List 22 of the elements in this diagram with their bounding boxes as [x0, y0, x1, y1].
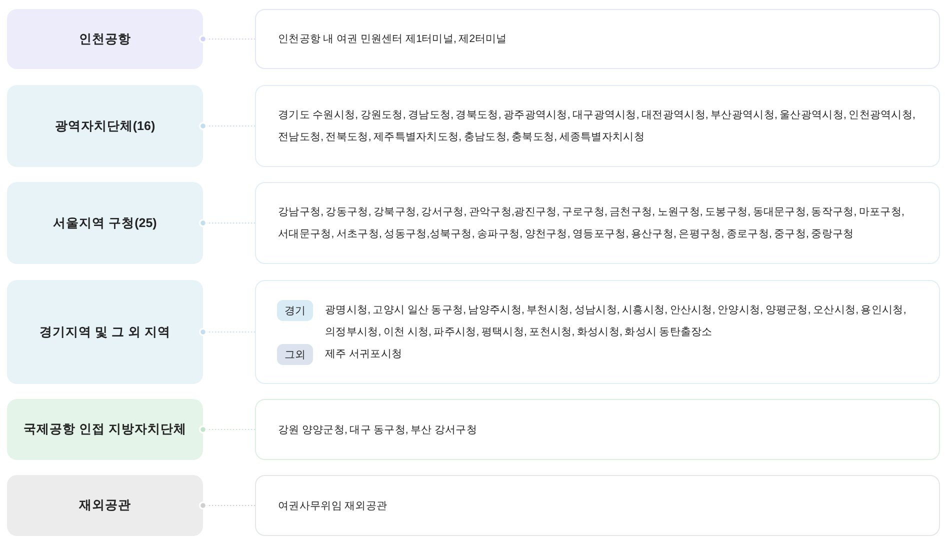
- detail-box: 강원 양양군청, 대구 동구청, 부산 강서구청: [255, 399, 940, 460]
- region-tag: 그외: [277, 344, 313, 365]
- category-box: 광역자치단체(16): [7, 85, 203, 167]
- detail-box: [255, 280, 940, 384]
- category-box: 인천공항: [7, 9, 203, 69]
- connector: [199, 426, 255, 434]
- office-list: 광명시청, 고양시 일산 동구청, 남양주시청, 부천시청, 성남시청, 시흥시청, 안산시청, 안양시청, 양평군청, 오산시청, 용인시청, 의정부시청, 이천 시청, 파주시청, 평택시청, 포천시청, 화성시청, 화성시 동탄출장소: [325, 299, 929, 343]
- category-box: 경기지역 및 그 외 지역: [7, 280, 203, 384]
- detail-box: 강남구청, 강동구청, 강북구청, 강서구청, 관악구청,광진구청, 구로구청, 금천구청, 노원구청, 도봉구청, 동대문구청, 동작구청, 마포구청, 서대문구청, 서초구청, 성동구청,성북구청, 송파구청, 양천구청, 영등포구청, 용산구청, 은평구청, 종로구청, 중구청, 중랑구청: [255, 182, 940, 264]
- category-box: 국제공항 인접 지방자치단체: [7, 399, 203, 460]
- detail-box: 여권사무위임 재외공관: [255, 475, 940, 536]
- office-list: 제주 서귀포시청: [325, 343, 929, 365]
- category-box: 서울지역 구청(25): [7, 182, 203, 264]
- region-tag: 경기: [277, 300, 313, 321]
- connector: [199, 328, 255, 336]
- connector: [199, 35, 255, 43]
- connector: [199, 219, 255, 227]
- detail-box: 경기도 수원시청, 강원도청, 경남도청, 경북도청, 광주광역시청, 대구광역시청, 대전광역시청, 부산광역시청, 울산광역시청, 인천광역시청, 전남도청, 전북도청, 제주특별자치도청, 충남도청, 충북도청, 세종특별자치시청: [255, 85, 940, 167]
- connector: [199, 502, 255, 510]
- connector: [199, 122, 255, 130]
- category-box: 재외공관: [7, 475, 203, 536]
- detail-box: 인천공항 내 여권 민원센터 제1터미널, 제2터미널: [255, 9, 940, 69]
